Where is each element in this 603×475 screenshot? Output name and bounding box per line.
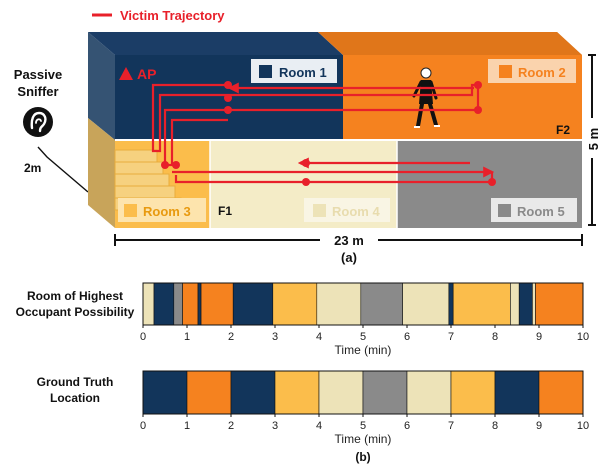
truth-segment-1 [186, 370, 232, 415]
truth-segment-9 [538, 370, 584, 415]
predicted-segment-6 [232, 282, 274, 326]
predicted-segment-3 [182, 282, 199, 326]
truth-tick-label-1: 1 [184, 420, 190, 432]
truth-segment-2 [230, 370, 276, 415]
room-2-label: Room 2 [488, 59, 576, 83]
predicted-tick-label-6: 6 [404, 331, 410, 343]
sniffer-label-line1: Passive [14, 67, 62, 82]
predicted-segment-16 [535, 282, 584, 326]
building-top-face-left [88, 32, 343, 55]
predicted-tick-label-2: 2 [228, 331, 234, 343]
room-1-label: Room 1 [251, 59, 337, 83]
predicted-segment-9 [360, 282, 403, 326]
width-dimension: 23 m [114, 233, 583, 248]
predicted-segment-2 [173, 282, 183, 326]
predicted-tick-label-3: 3 [272, 331, 278, 343]
truth-tick-label-2: 2 [228, 420, 234, 432]
access-point: AP [119, 66, 156, 82]
truth-segment-0 [142, 370, 188, 415]
building-left-face-f2 [88, 32, 115, 140]
truth-time-axis: 0 1 2 3 4 5 6 7 8 9 10 [140, 414, 589, 432]
predicted-segment-13 [510, 282, 520, 326]
timeline-panel: Room of Highest Occupant Possibility 0 1 2… [16, 282, 589, 464]
predicted-tick-label-1: 1 [184, 331, 190, 343]
truth-segment-3 [274, 370, 320, 415]
svg-text:Room 1: Room 1 [279, 65, 327, 80]
predicted-tick-label-7: 7 [448, 331, 454, 343]
height-label: 5 m [586, 128, 601, 150]
width-label: 23 m [334, 233, 364, 248]
truth-tick-label-3: 3 [272, 420, 278, 432]
predicted-tick-label-5: 5 [360, 331, 366, 343]
truth-tick-label-5: 5 [360, 420, 366, 432]
predicted-segment-0 [142, 282, 155, 326]
truth-tick-label-6: 6 [404, 420, 410, 432]
truth-tick-label-4: 4 [316, 420, 322, 432]
trajectory-legend-label: Victim Trajectory [120, 8, 225, 23]
building-top-face-right [318, 32, 582, 55]
predicted-segment-12 [452, 282, 511, 326]
predicted-tick-label-0: 0 [140, 331, 146, 343]
predicted-time-axis: 0 1 2 3 4 5 6 7 8 9 10 [140, 325, 589, 343]
truth-segment-4 [318, 370, 364, 415]
room-5-label: Room 5 [491, 198, 577, 222]
predicted-segment-4 [197, 282, 202, 326]
sniffer-distance-label: 2m [24, 161, 41, 175]
predicted-row-label-line2: Occupant Possibility [16, 305, 135, 319]
predicted-timeline-bar [142, 282, 584, 326]
truth-tick-label-7: 7 [448, 420, 454, 432]
room-4-label: Room 4 [304, 198, 390, 222]
truth-segment-8 [494, 370, 540, 415]
trajectory-waypoints [161, 81, 496, 186]
panel-a-label: (a) [341, 250, 357, 265]
predicted-segment-7 [272, 282, 318, 326]
predicted-segment-5 [200, 282, 234, 326]
truth-timeline-bar [142, 370, 584, 415]
svg-text:Room 4: Room 4 [332, 204, 380, 219]
truth-tick-label-9: 9 [536, 420, 542, 432]
predicted-segment-15 [532, 282, 536, 326]
passive-sniffer: Passive Sniffer 2m [14, 67, 89, 193]
height-dimension: 5 m [586, 54, 601, 226]
truth-x-axis-label: Time (min) [335, 432, 392, 446]
floor-f2-label: F2 [556, 123, 570, 137]
truth-segment-6 [406, 370, 452, 415]
predicted-segment-8 [316, 282, 362, 326]
svg-text:Room 5: Room 5 [517, 204, 565, 219]
truth-row-label-line1: Ground Truth [37, 375, 114, 389]
truth-segment-5 [362, 370, 408, 415]
svg-text:Room 3: Room 3 [143, 204, 191, 219]
ap-triangle-icon [119, 67, 133, 80]
predicted-segment-1 [153, 282, 175, 326]
truth-tick-label-0: 0 [140, 420, 146, 432]
predicted-tick-label-9: 9 [536, 331, 542, 343]
floor-f1-label: F1 [218, 204, 232, 218]
truth-row-label-line2: Location [50, 391, 100, 405]
predicted-segment-11 [448, 282, 454, 326]
predicted-row-label-line1: Room of Highest [27, 289, 123, 303]
room-3-label: Room 3 [118, 198, 206, 222]
truth-tick-label-8: 8 [492, 420, 498, 432]
building-left-face-f1 [88, 118, 115, 228]
trajectory-legend: Victim Trajectory [92, 8, 225, 23]
ear-icon [23, 107, 53, 137]
sniffer-label-line2: Sniffer [17, 84, 58, 99]
predicted-tick-label-8: 8 [492, 331, 498, 343]
truth-segment-7 [450, 370, 496, 415]
predicted-x-axis-label: Time (min) [335, 343, 392, 357]
sniffer-distance-line [37, 146, 89, 193]
predicted-segment-14 [518, 282, 533, 326]
truth-tick-label-10: 10 [577, 420, 589, 432]
predicted-segment-10 [402, 282, 450, 326]
panel-b-label: (b) [355, 450, 370, 464]
predicted-tick-label-4: 4 [316, 331, 322, 343]
predicted-tick-label-10: 10 [577, 331, 589, 343]
svg-text:Room 2: Room 2 [518, 65, 566, 80]
ap-label: AP [137, 66, 156, 82]
